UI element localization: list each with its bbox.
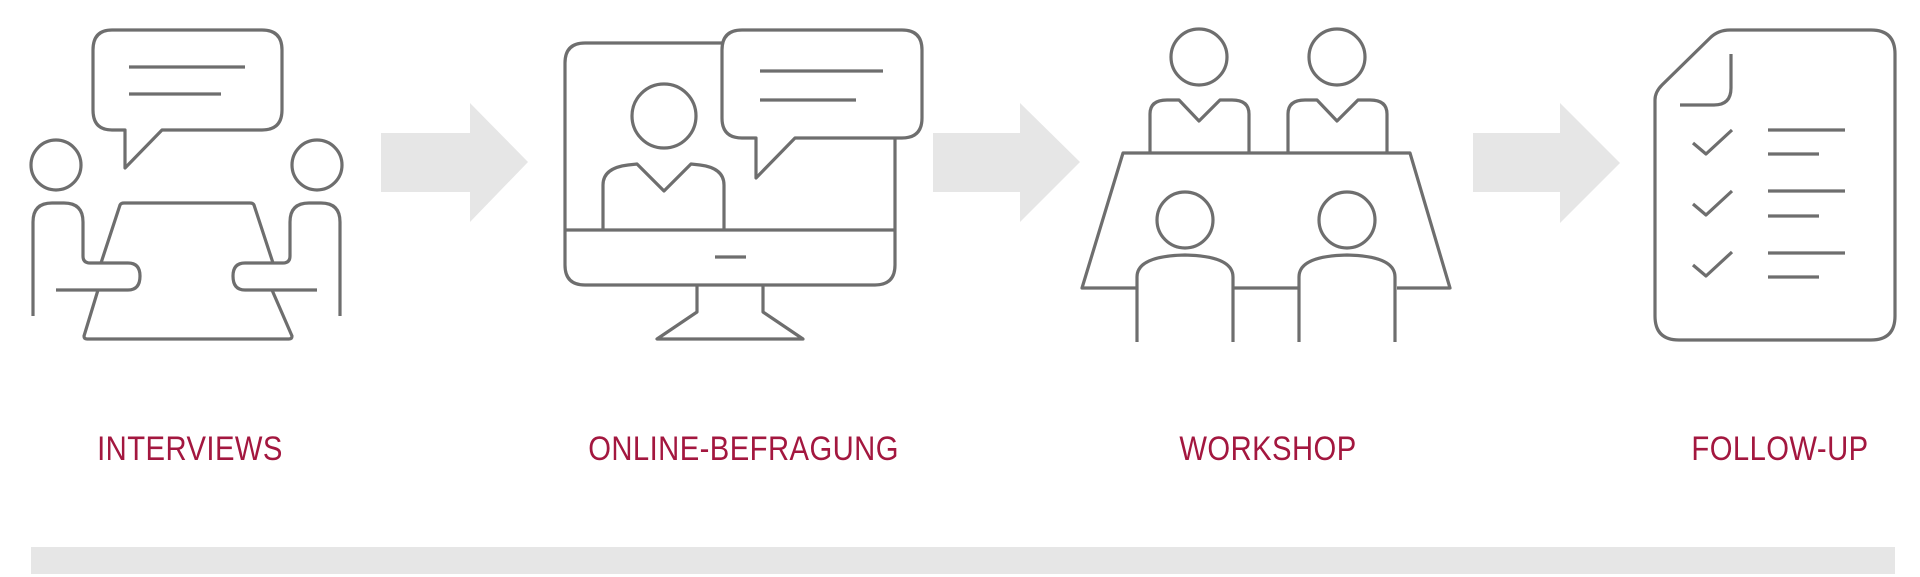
person-body-icon [1286, 98, 1389, 153]
step-label-workshop: WORKSHOP [1179, 430, 1357, 468]
workshop-group-icon [1080, 27, 1452, 342]
checkmark-icon [1691, 189, 1734, 217]
person-head-icon [1307, 27, 1367, 87]
monitor-stand-icon [655, 285, 805, 341]
person-body-icon [1148, 98, 1251, 153]
step-label-interviews: INTERVIEWS [97, 430, 283, 468]
speech-bubble-icon [91, 28, 284, 170]
step-label-online-befragung: ONLINE-BEFRAGUNG [588, 430, 899, 468]
person-head-icon [29, 138, 83, 192]
monitor-icon [563, 41, 897, 287]
person-body-icon [601, 162, 726, 230]
person-head-icon [1169, 27, 1229, 87]
table-icon [1080, 151, 1452, 290]
document-icon [1653, 28, 1897, 342]
person-head-icon [290, 138, 344, 192]
checklist-document-icon [1653, 28, 1897, 342]
checkmark-icon [1691, 128, 1734, 156]
table-icon [82, 201, 294, 341]
person-body-icon [31, 201, 142, 316]
step-label-follow-up: FOLLOW-UP [1691, 430, 1869, 468]
person-head-icon [1317, 190, 1377, 250]
interview-icon [29, 28, 344, 341]
person-head-icon [630, 82, 698, 150]
person-body-icon [1135, 253, 1235, 342]
arrow-right-icon [1473, 103, 1620, 223]
speech-bubble-icon [720, 28, 924, 180]
person-head-icon [1155, 190, 1215, 250]
arrow-right-icon [381, 103, 528, 222]
person-body-icon [231, 201, 342, 316]
page-fold-icon [1680, 54, 1733, 107]
online-survey-monitor-icon [563, 28, 924, 341]
person-body-icon [1297, 253, 1397, 342]
timeline-bar [31, 547, 1895, 574]
checkmark-icon [1691, 250, 1734, 278]
arrow-right-icon [933, 103, 1080, 222]
